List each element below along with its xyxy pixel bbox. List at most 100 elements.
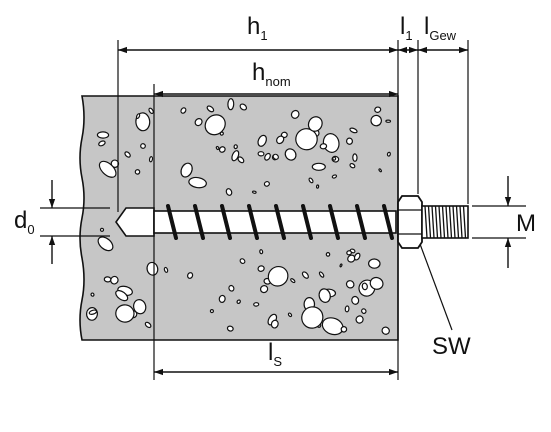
aggregate-pebble bbox=[215, 145, 220, 151]
aggregate-pebble bbox=[301, 271, 309, 279]
screw-anchor bbox=[153, 204, 397, 240]
aggregate-pebble bbox=[259, 249, 264, 255]
label-m: M bbox=[516, 210, 536, 237]
aggregate-pebble bbox=[287, 312, 293, 318]
aggregate-pebble bbox=[344, 305, 350, 313]
aggregate-pebble bbox=[290, 109, 300, 119]
label-lgew: lGew bbox=[424, 13, 457, 43]
aggregate-pebble bbox=[374, 106, 382, 113]
aggregate-pebble bbox=[110, 275, 119, 285]
aggregate-pebble bbox=[301, 306, 324, 329]
aggregate-pebble bbox=[263, 181, 270, 187]
aggregate-pebble bbox=[351, 295, 360, 305]
stud-thread-line bbox=[438, 205, 442, 239]
aggregate-pebble bbox=[233, 144, 238, 150]
aggregate-pebble bbox=[97, 236, 114, 252]
aggregate-pebble bbox=[180, 162, 193, 178]
aggregate-pebble bbox=[228, 284, 235, 292]
aggregate-pebble bbox=[345, 137, 354, 145]
aggregate-pebble bbox=[206, 105, 215, 113]
label-hnom: hnom bbox=[252, 59, 291, 89]
aggregate-pebble bbox=[134, 169, 141, 175]
stud-thread-line bbox=[462, 205, 467, 239]
aggregate-pebble bbox=[115, 304, 135, 323]
aggregate-pebble bbox=[218, 294, 226, 303]
aggregate-pebble bbox=[236, 299, 241, 304]
aggregate-pebble bbox=[355, 315, 364, 324]
aggregate-pebble bbox=[259, 285, 269, 294]
threaded-stud bbox=[421, 205, 469, 239]
dimension-lines bbox=[48, 46, 512, 376]
aggregate-pebble bbox=[284, 148, 297, 161]
thread-turn bbox=[328, 204, 340, 240]
stud-thread-line bbox=[448, 205, 453, 239]
aggregate-pebble bbox=[381, 326, 390, 335]
aggregate-pebble bbox=[98, 160, 117, 178]
stud-thread-line bbox=[441, 205, 446, 239]
stud-thread-line bbox=[424, 205, 428, 239]
aggregate-pebble bbox=[331, 174, 338, 179]
thread-turn bbox=[220, 204, 232, 240]
aggregate-pebble bbox=[349, 127, 358, 134]
aggregate-pebble bbox=[98, 140, 106, 147]
aggregate-pebble bbox=[332, 156, 337, 161]
concrete-aggregate bbox=[85, 98, 392, 336]
aggregate-pebble bbox=[346, 250, 352, 256]
aggregate-pebble bbox=[257, 265, 265, 272]
thread-turn bbox=[382, 204, 394, 240]
aggregate-pebble bbox=[340, 325, 348, 333]
aggregate-pebble bbox=[257, 151, 265, 157]
aggregate-pebble bbox=[115, 289, 129, 302]
aggregate-pebble bbox=[239, 258, 246, 265]
stud-thread-line bbox=[434, 205, 439, 239]
label-l1: l1 bbox=[400, 13, 413, 43]
aggregate-pebble bbox=[103, 276, 112, 283]
aggregate-pebble bbox=[315, 184, 320, 189]
aggregate-pebble bbox=[133, 299, 147, 315]
aggregate-pebble bbox=[345, 280, 355, 289]
aggregate-pebble bbox=[361, 282, 368, 291]
aggregate-pebble bbox=[96, 131, 110, 139]
aggregate-pebble bbox=[339, 263, 343, 268]
stud-thread-line bbox=[455, 205, 460, 239]
aggregate-pebble bbox=[308, 177, 314, 184]
aggregate-pebble bbox=[311, 162, 326, 171]
aggregate-pebble bbox=[225, 188, 233, 196]
aggregate-pebble bbox=[276, 135, 285, 145]
aggregate-pebble bbox=[270, 319, 279, 329]
thread-turn bbox=[193, 204, 205, 240]
aggregate-pebble bbox=[231, 150, 240, 162]
aggregate-pebble bbox=[239, 103, 248, 111]
aggregate-pebble bbox=[369, 276, 384, 290]
aggregate-pebble bbox=[88, 309, 98, 315]
aggregate-pebble bbox=[144, 321, 152, 329]
label-d0: d0 bbox=[14, 207, 35, 237]
aggregate-pebble bbox=[368, 258, 381, 269]
aggregate-pebble bbox=[257, 134, 267, 147]
aggregate-pebble bbox=[267, 265, 289, 287]
aggregate-pebble bbox=[318, 271, 325, 278]
aggregate-pebble bbox=[90, 292, 95, 297]
aggregate-pebble bbox=[194, 118, 203, 127]
aggregate-pebble bbox=[227, 98, 235, 111]
aggregate-pebble bbox=[237, 156, 245, 164]
aggregate-pebble bbox=[140, 143, 146, 149]
aggregate-pebble bbox=[325, 252, 331, 257]
aggregate-pebble bbox=[218, 146, 226, 153]
aggregate-pebble bbox=[124, 151, 131, 158]
aggregate-pebble bbox=[187, 272, 194, 279]
aggregate-pebble bbox=[353, 252, 361, 261]
aggregate-pebble bbox=[251, 190, 257, 194]
aggregate-pebble bbox=[378, 168, 382, 173]
label-ls: lS bbox=[268, 339, 282, 369]
thread-turn bbox=[247, 204, 259, 240]
aggregate-pebble bbox=[307, 116, 323, 132]
label-h1: h1 bbox=[247, 13, 268, 43]
stud-thread-line bbox=[431, 205, 435, 239]
aggregate-pebble bbox=[148, 107, 154, 115]
aggregate-pebble bbox=[188, 176, 207, 189]
aggregate-pebble bbox=[319, 143, 328, 150]
thread-turn bbox=[166, 204, 178, 240]
thread-turn bbox=[274, 204, 286, 240]
